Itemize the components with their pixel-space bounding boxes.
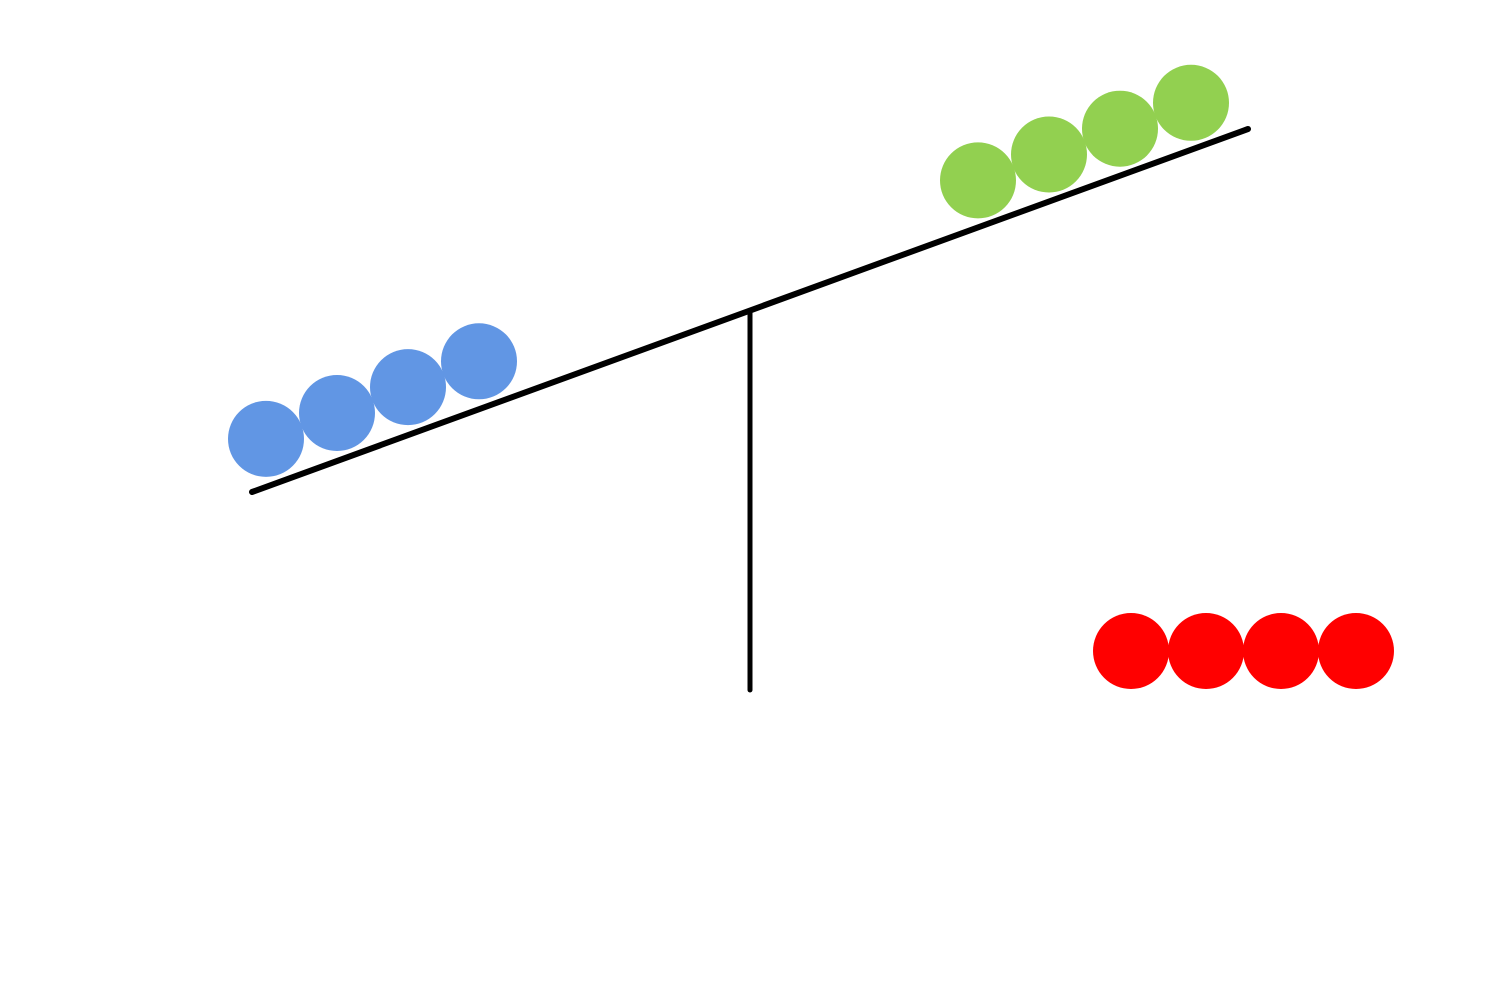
loose-red-balls (1093, 613, 1394, 689)
red-ball (1318, 613, 1394, 689)
red-ball (1243, 613, 1319, 689)
green-ball (1153, 64, 1229, 141)
blue-ball (228, 400, 304, 477)
red-ball (1168, 613, 1244, 689)
balance-scale (249, 126, 1251, 693)
red-ball (1093, 613, 1169, 689)
green-ball (1011, 116, 1087, 193)
blue-ball (370, 349, 446, 426)
blue-ball (441, 323, 517, 400)
right-pan-balls (940, 64, 1229, 219)
balance-beam (249, 126, 1251, 495)
blue-ball (299, 375, 375, 451)
green-ball (940, 142, 1016, 219)
green-ball (1082, 90, 1158, 167)
left-pan-balls (228, 323, 517, 477)
